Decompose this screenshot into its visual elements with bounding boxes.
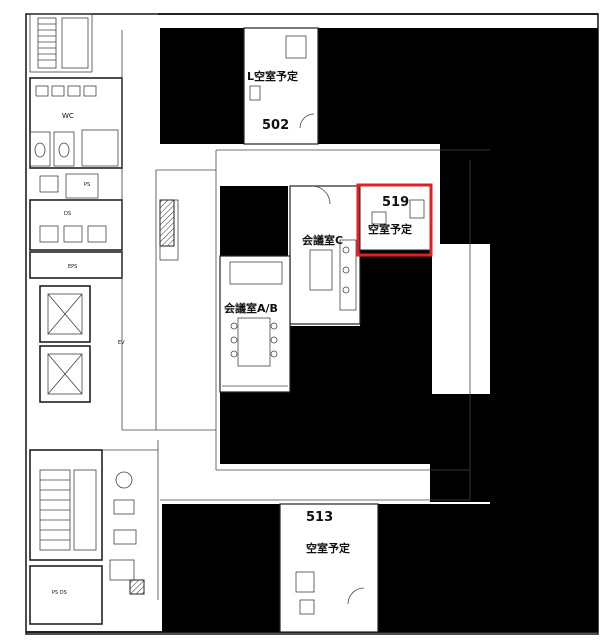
hatch-area-2 bbox=[129, 579, 145, 595]
ps-label: PS bbox=[84, 182, 90, 188]
room-513[interactable] bbox=[279, 503, 379, 633]
room-502-status: L空室予定 bbox=[247, 69, 298, 83]
tenant-area-mid-right bbox=[430, 394, 490, 502]
stair-bottom bbox=[29, 449, 103, 561]
lobby-furniture bbox=[102, 440, 159, 600]
eps-label: EPS bbox=[68, 264, 77, 270]
ps-ds-room bbox=[29, 565, 103, 625]
ev-label: EV bbox=[118, 340, 125, 346]
ps-ds-label: PS DS bbox=[52, 590, 67, 596]
tenant-area-bottom-left bbox=[162, 504, 280, 632]
room-519-status: 空室予定 bbox=[368, 222, 412, 236]
tenant-area-bottom-right bbox=[378, 504, 598, 632]
room-502-number: 502 bbox=[262, 118, 289, 133]
room-502[interactable] bbox=[243, 27, 319, 145]
room-513-number: 513 bbox=[306, 510, 333, 525]
room-513-status: 空室予定 bbox=[306, 541, 350, 555]
tenant-area-center-mid bbox=[290, 326, 362, 396]
tenant-area-right-upper bbox=[440, 144, 490, 244]
meeting-room-ab[interactable] bbox=[219, 255, 291, 393]
wc-block bbox=[29, 77, 123, 199]
meeting-room-c-label: 会議室C bbox=[302, 233, 343, 247]
corridor-walls bbox=[160, 149, 490, 501]
elevator-shafts bbox=[39, 285, 91, 403]
ds-label: DS bbox=[64, 211, 71, 217]
tenant-area-right-inner bbox=[360, 250, 432, 394]
meeting-room-ab-label: 会議室A/B bbox=[224, 301, 278, 315]
tenant-area-top-left bbox=[160, 28, 244, 144]
room-519[interactable] bbox=[359, 185, 431, 251]
room-519-number: 519 bbox=[382, 195, 409, 210]
tenant-area-center-top bbox=[220, 186, 288, 256]
stair-top bbox=[29, 13, 93, 73]
tenant-area-center bbox=[220, 392, 432, 464]
hatch-area bbox=[159, 199, 175, 247]
room-519-highlight bbox=[356, 183, 433, 257]
meeting-room-c[interactable] bbox=[289, 185, 361, 325]
wc-label: WC bbox=[62, 112, 74, 120]
